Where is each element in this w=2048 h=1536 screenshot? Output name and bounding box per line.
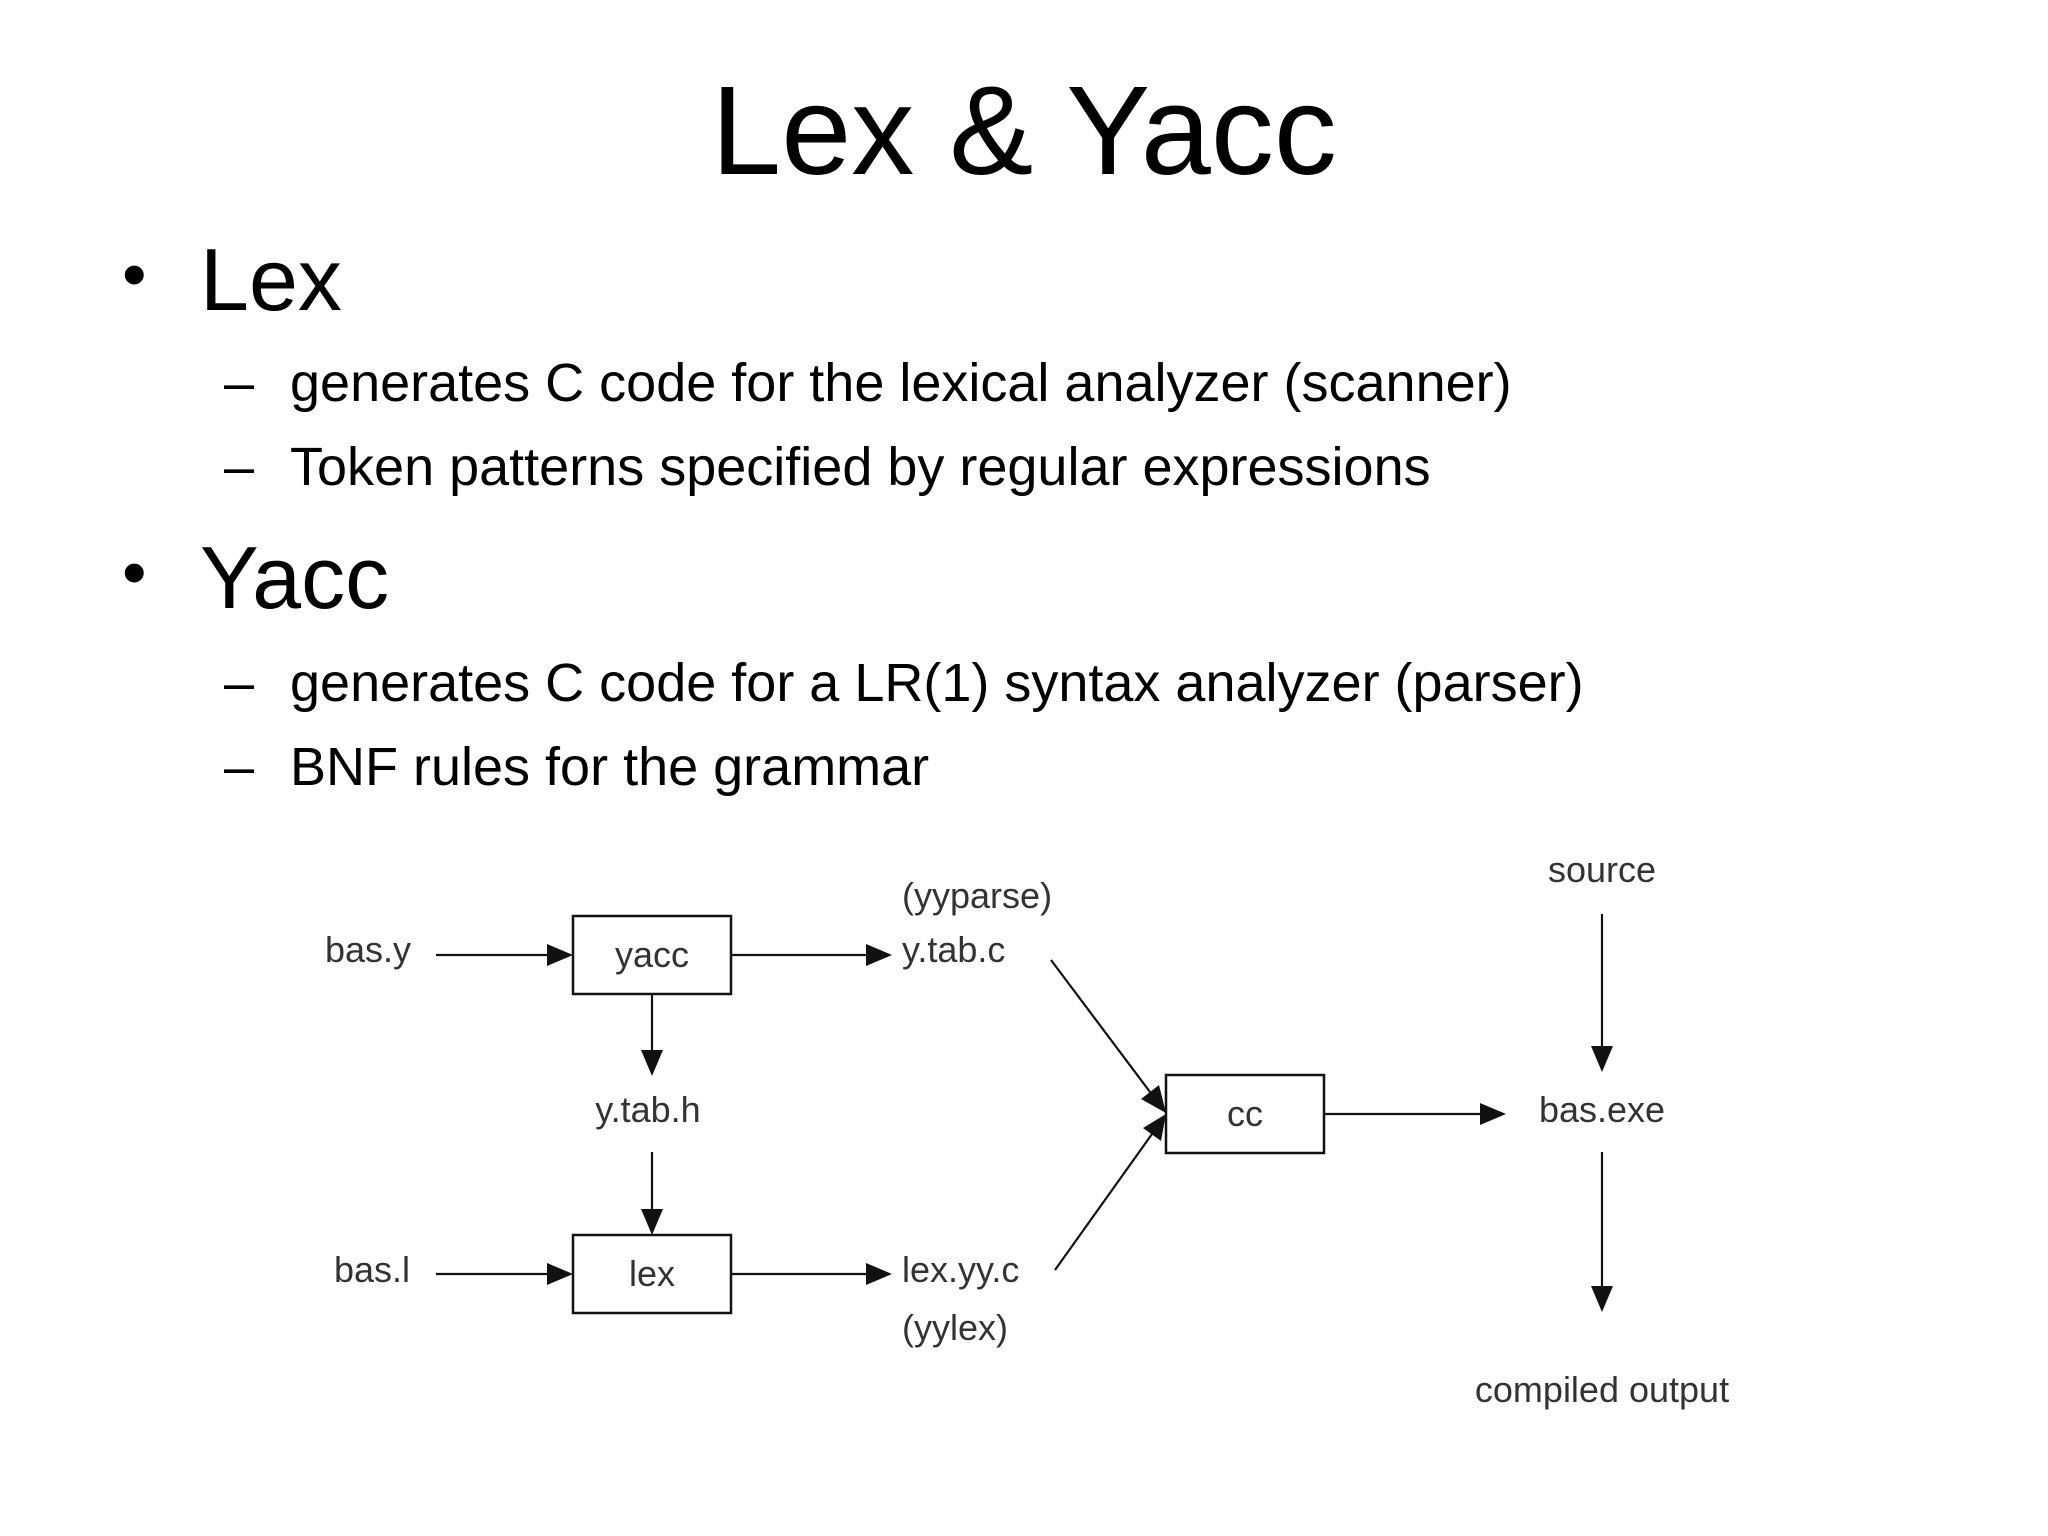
sub-glyph: – [224, 653, 255, 713]
sub-item-text: Token patterns specified by regular expr… [290, 437, 1431, 497]
edge-bas-y-to-yacc [436, 944, 573, 966]
paren-open: ( [902, 1307, 914, 1348]
box-lex-label: lex [629, 1253, 675, 1294]
bullet-glyph: • [122, 533, 147, 611]
paren-close: ) [996, 1307, 1008, 1348]
bullet-label: Yacc [200, 528, 390, 627]
sub-glyph: – [224, 353, 255, 413]
node-source: source [1548, 849, 1656, 890]
node-bas-y: bas.y [325, 929, 411, 970]
sub-item: –generates C code for a LR(1) syntax ana… [224, 656, 1584, 710]
bullet-label: Lex [200, 230, 342, 329]
sub-item-text: generates C code for a LR(1) syntax anal… [290, 653, 1584, 713]
sub-item-text: generates C code for the lexical analyze… [290, 353, 1512, 413]
bullet-glyph: • [122, 235, 147, 313]
sub-item: –Token patterns specified by regular exp… [224, 440, 1431, 494]
paren-open: ( [902, 875, 914, 916]
bullet-lex: •Lex [122, 236, 342, 324]
node-y-tab-c: y.tab.c [902, 929, 1005, 970]
sub-item: –generates C code for the lexical analyz… [224, 356, 1512, 410]
edge-y-tab-h-to-lex [641, 1152, 663, 1235]
edge-source-to-bas-exe [1591, 914, 1613, 1072]
node-y-tab-h: y.tab.h [595, 1089, 700, 1130]
box-cc: cc [1164, 1073, 1326, 1155]
box-yacc-frame [571, 914, 733, 996]
edge-yacc-to-y-tab-c [731, 944, 892, 966]
box-yacc: yacc [571, 914, 733, 996]
sub-glyph: – [224, 437, 255, 497]
box-cc-label: cc [1227, 1093, 1263, 1134]
paren-close: ) [1040, 875, 1052, 916]
box-lex: lex [571, 1233, 733, 1315]
node-bas-exe: bas.exe [1539, 1089, 1665, 1130]
annotation-yyparse-name: yyparse [914, 875, 1040, 916]
edge-y-tab-c-to-cc [1050, 959, 1166, 1113]
slide-title: Lex & Yacc [711, 60, 1337, 201]
sub-glyph: – [224, 737, 255, 797]
bullet-yacc: •Yacc [122, 534, 389, 622]
annotation-yylex-name: yylex [914, 1307, 996, 1348]
edge-bas-exe-to-compiled-output [1591, 1152, 1613, 1312]
sub-item-text: BNF rules for the grammar [290, 737, 930, 797]
edge-bas-l-to-lex [436, 1263, 573, 1285]
edge-lex-yy-c-to-cc [1054, 1114, 1166, 1271]
annotation-yylex: (yylex) [902, 1307, 1008, 1348]
edge-yacc-to-y-tab-h [641, 994, 663, 1076]
sub-item: –BNF rules for the grammar [224, 740, 929, 794]
node-bas-l: bas.l [334, 1249, 410, 1290]
edge-cc-to-bas-exe [1324, 1103, 1506, 1125]
annotation-yyparse: (yyparse) [902, 875, 1052, 916]
node-lex-yy-c: lex.yy.c [902, 1249, 1019, 1290]
box-yacc-label: yacc [615, 934, 689, 975]
box-cc-frame [1164, 1073, 1326, 1155]
node-compiled-output: compiled output [1475, 1369, 1729, 1410]
edge-lex-to-lex-yy-c [731, 1263, 892, 1285]
